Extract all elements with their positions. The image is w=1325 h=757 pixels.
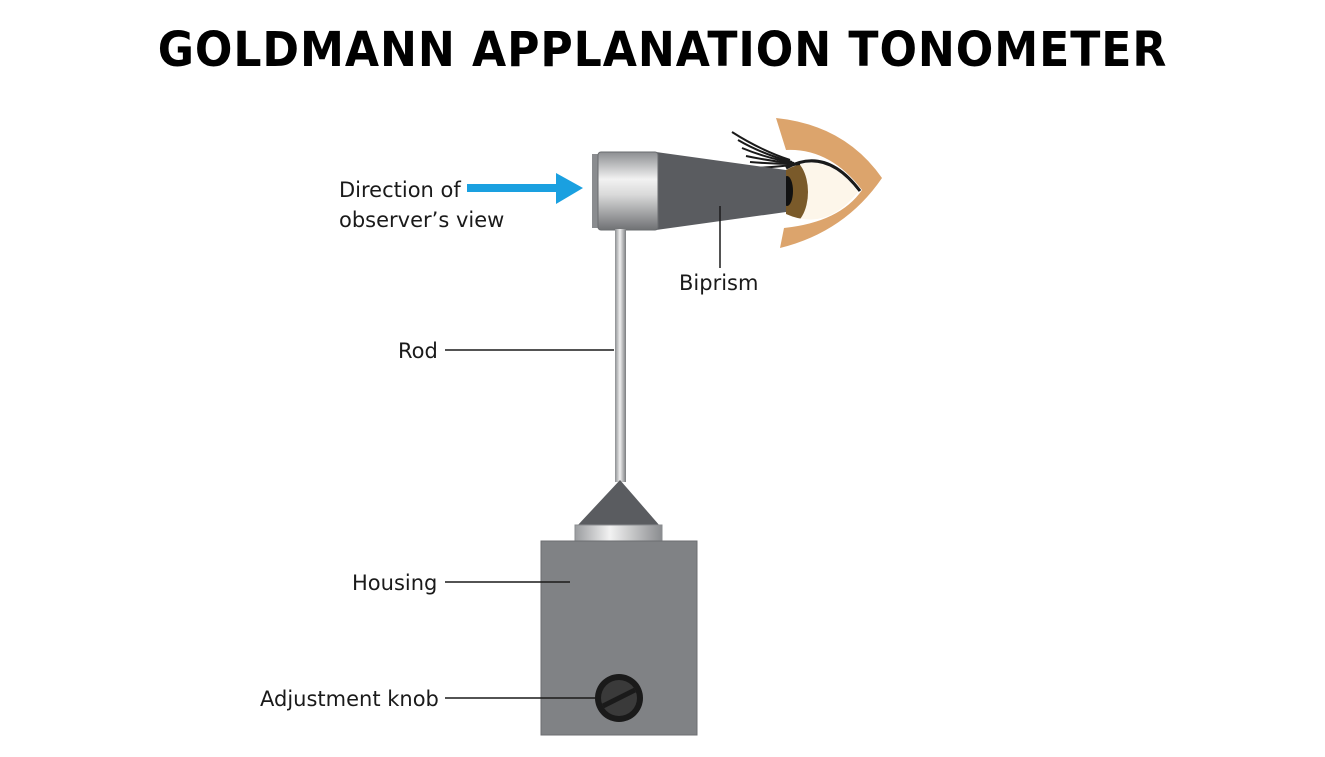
diagram-title: GOLDMANN APPLANATION TONOMETER	[157, 22, 1168, 78]
eyelashes	[731, 131, 801, 169]
rod-base-cone	[577, 480, 660, 526]
direction-label-line1: Direction of	[339, 178, 461, 202]
direction-label-line2: observer’s view	[339, 208, 504, 232]
rod-label: Rod	[398, 339, 438, 363]
housing-label: Housing	[352, 571, 437, 595]
eyelid-skin	[776, 118, 882, 248]
eye-illustration	[731, 118, 882, 248]
direction-arrow-icon	[467, 173, 583, 204]
rod-base-ring	[574, 524, 663, 542]
adjustment-knob[interactable]	[595, 674, 643, 722]
prism-holder-cylinder	[592, 151, 659, 231]
biprism	[656, 152, 786, 230]
rod	[615, 229, 626, 482]
biprism-label: Biprism	[679, 271, 758, 295]
pupil	[786, 176, 793, 206]
adjustment-knob-label: Adjustment knob	[260, 687, 439, 711]
